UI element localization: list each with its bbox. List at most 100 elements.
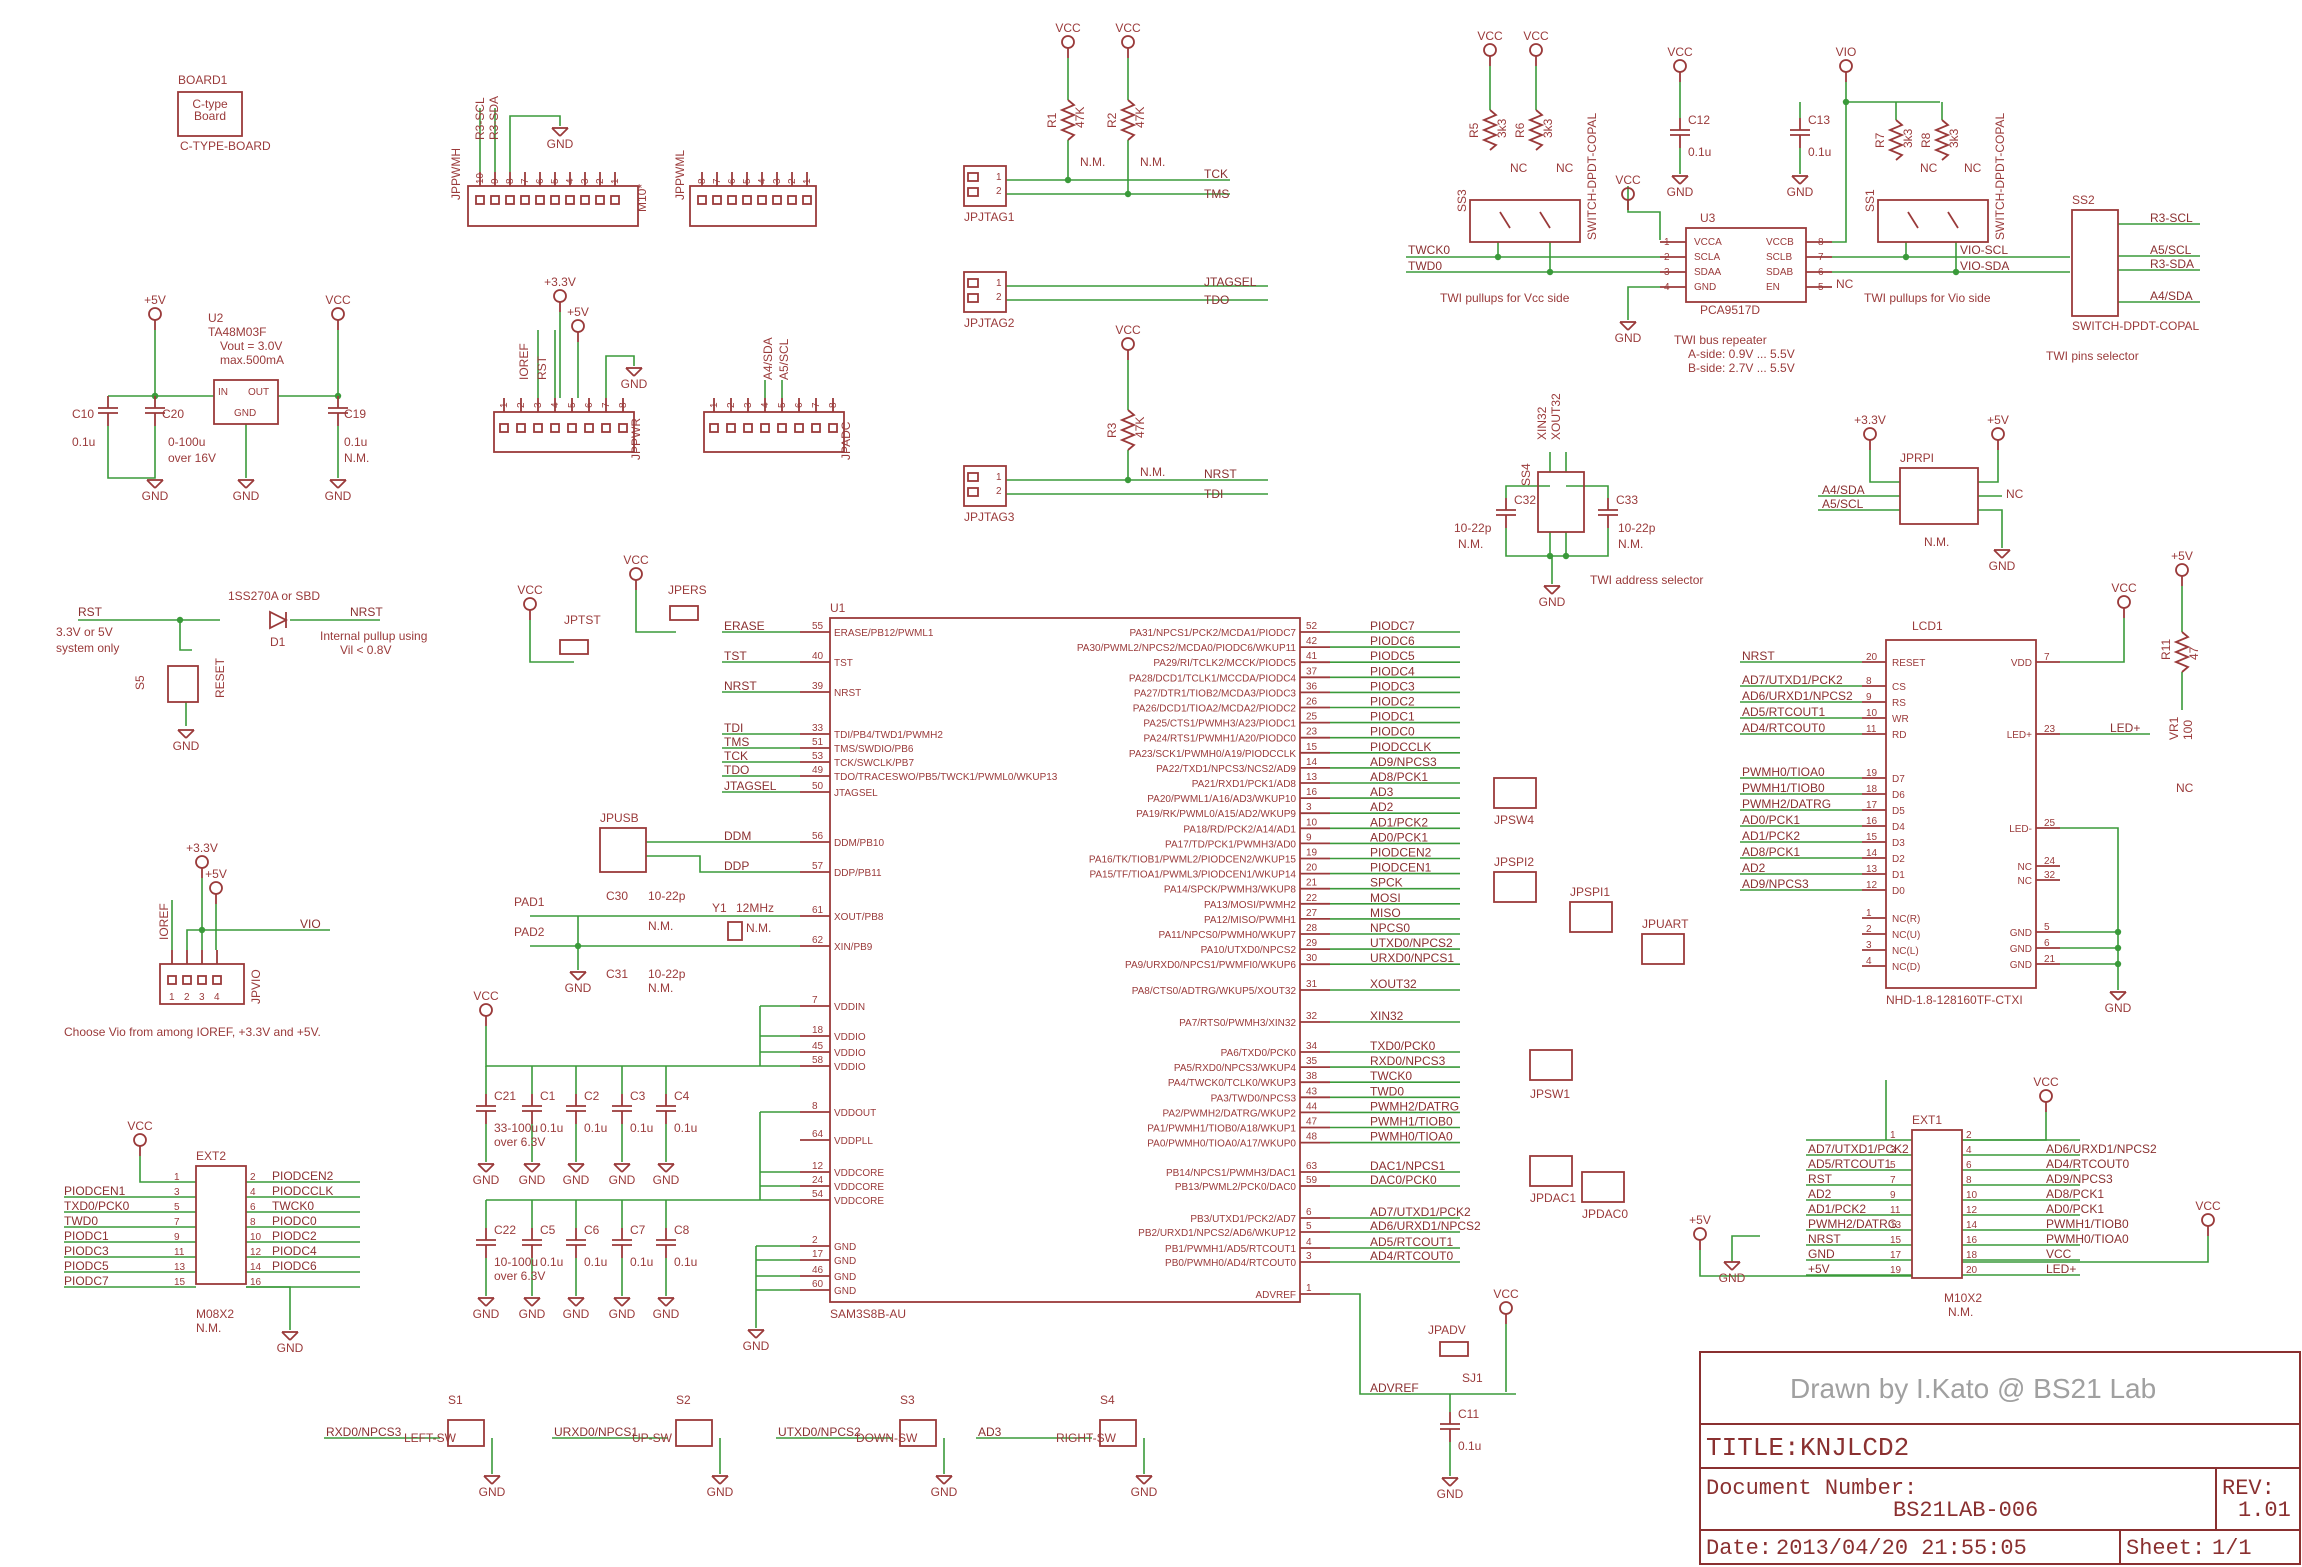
junction-dot — [1902, 253, 1910, 261]
label: RD — [1892, 730, 1906, 741]
label: over 6.3V — [494, 1135, 545, 1149]
label: 57 — [812, 861, 824, 872]
wire — [2060, 618, 2125, 663]
pin-function: PA6/TXD0/PCK0 — [1221, 1048, 1297, 1059]
ground-label: GND — [479, 1485, 506, 1499]
label: DAC0/PCK0 — [1370, 1173, 1437, 1187]
pin-pad — [760, 423, 770, 433]
label: N.M. — [1618, 537, 1643, 551]
part-line — [337, 479, 347, 489]
pin-pad — [967, 187, 979, 197]
value: 100 — [2181, 720, 2195, 740]
label: RST — [1808, 1172, 1833, 1186]
wire — [1978, 509, 2003, 548]
pin-function: PA4/TWCK0/TCLK0/WKUP3 — [1168, 1078, 1297, 1089]
label: PIODC2 — [1370, 695, 1415, 709]
pin-number: 7 — [601, 402, 612, 408]
part-line — [329, 479, 339, 489]
label: AD7/UTXD1/PCK2 — [1742, 673, 1843, 687]
label: PIODCCLK — [1370, 740, 1431, 754]
part-line — [1551, 585, 1561, 595]
label: 19 — [1866, 768, 1878, 779]
part-line — [289, 1331, 299, 1341]
label: Internal pullup using — [320, 629, 427, 643]
junction-dot — [1124, 476, 1132, 484]
pin-function: PA15/TF/TIOA1/PWML3/PIODCEN1/WKUP14 — [1089, 870, 1296, 881]
pin-function: LED+ — [2007, 730, 2032, 741]
supply-label: +5V — [567, 305, 589, 319]
value: 47K — [1073, 107, 1087, 128]
label: 62 — [812, 935, 824, 946]
label: AD0/PCK1 — [1742, 813, 1800, 827]
label: PIODC3 — [64, 1244, 109, 1258]
label: C19 — [344, 407, 366, 421]
supply-symbol — [1839, 59, 1853, 73]
wire — [246, 1286, 291, 1330]
supply-symbol — [523, 597, 537, 611]
rev-value: 1.01 — [2238, 1498, 2291, 1523]
label: PIODC7 — [1370, 619, 1415, 633]
label: AD0/PCK1 — [1370, 830, 1428, 844]
label: PWMH2/DATRG — [1742, 797, 1831, 811]
label: TWI address selector — [1590, 573, 1703, 587]
ref: R2 — [1105, 112, 1119, 128]
supply-label: +5V — [205, 867, 227, 881]
label: VCCA — [1694, 237, 1722, 248]
label: N.M. — [648, 919, 673, 933]
jppwr-header — [493, 411, 635, 453]
pin-pad — [212, 975, 222, 985]
label: AD5/RTCOUT1 — [1370, 1235, 1453, 1249]
label: Vout = 3.0V — [220, 339, 282, 353]
pin-number: 8 — [697, 178, 708, 184]
label: DDP — [724, 859, 749, 873]
label: 13 — [1306, 772, 1318, 783]
wire — [154, 330, 214, 397]
label: PIODC5 — [64, 1259, 109, 1273]
label: VIO — [300, 917, 321, 931]
label: 31 — [1306, 979, 1318, 990]
label: 16 — [1866, 816, 1878, 827]
label: JPERS — [668, 583, 707, 597]
label: 21 — [2044, 954, 2056, 965]
pin-number: 1 — [610, 178, 621, 184]
label: PIODC1 — [1370, 710, 1415, 724]
part-line — [1627, 321, 1637, 331]
label: NRST — [1742, 649, 1775, 663]
label: 23 — [2044, 724, 2056, 735]
switch-lever — [1907, 211, 1919, 229]
label: 53 — [812, 751, 824, 762]
label: 8 — [250, 1217, 256, 1228]
label: NC — [1510, 161, 1528, 175]
name: JPVIO — [249, 969, 263, 1004]
ground-label: GND — [1667, 185, 1694, 199]
label: 0.1u — [1808, 145, 1831, 159]
pin-function: GND — [2010, 928, 2032, 939]
pin-pad — [595, 195, 605, 205]
pin-function: PA19/RK/PWML0/A15/AD2/WKUP9 — [1136, 809, 1296, 820]
label: C-TYPE-BOARD — [180, 139, 271, 153]
pin-pad — [772, 195, 782, 205]
pin-function: NC — [2018, 862, 2032, 873]
label: 2 — [250, 1172, 256, 1183]
label: C30 — [606, 889, 628, 903]
label: CS — [1892, 682, 1906, 693]
pin-pad — [580, 195, 590, 205]
label: 41 — [1306, 651, 1318, 662]
label: 24 — [812, 1175, 824, 1186]
ground-label: GND — [277, 1341, 304, 1355]
label: 0.1u — [344, 435, 367, 449]
label: N.M. — [1140, 155, 1165, 169]
label: S1 — [448, 1393, 463, 1407]
junction-dot — [2114, 928, 2122, 936]
label: 2 — [1664, 252, 1670, 263]
wire — [529, 620, 574, 663]
label: 55 — [812, 621, 824, 632]
jumper-header — [1529, 1049, 1573, 1081]
label: D1 — [270, 635, 286, 649]
supply-symbol — [133, 1133, 147, 1147]
label: C20 — [162, 407, 184, 421]
label: A5/SCL — [2150, 243, 2192, 257]
part-line — [491, 1475, 501, 1485]
pin-function: PA21/RXD1/PCK1/AD8 — [1192, 779, 1297, 790]
pin-number: 9 — [490, 178, 501, 184]
